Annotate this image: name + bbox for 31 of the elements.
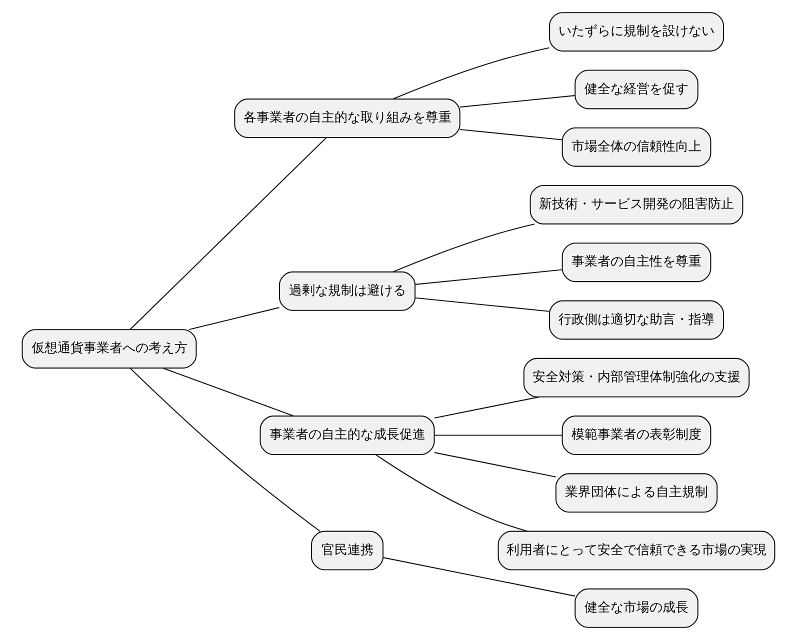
node-box: 利用者にとって安全で信頼できる市場の実現 bbox=[497, 530, 775, 570]
connector bbox=[414, 297, 549, 312]
connector bbox=[392, 47, 549, 100]
connector bbox=[434, 434, 562, 436]
connector bbox=[414, 269, 562, 285]
node-box: 安全対策・内部管理体制強化の支援 bbox=[522, 358, 750, 398]
node-box: 事業者の自主性を尊重 bbox=[561, 242, 711, 282]
node-box: 模範事業者の表彰制度 bbox=[561, 416, 711, 456]
node-box: 新技術・サービス開発の阻害防止 bbox=[529, 184, 743, 224]
node-box: 事業者の自主的な成長促進 bbox=[259, 416, 434, 456]
connector bbox=[129, 137, 326, 330]
node-box: 行政側は適切な助言・指導 bbox=[548, 300, 724, 340]
connector bbox=[460, 128, 562, 140]
connector bbox=[374, 454, 528, 532]
connector bbox=[382, 557, 575, 597]
connector bbox=[162, 368, 294, 417]
node-box: 業界団体による自主規制 bbox=[554, 473, 718, 513]
connector bbox=[188, 307, 279, 330]
node-box: 過剰な規制は避ける bbox=[278, 271, 416, 311]
connector bbox=[392, 223, 534, 272]
node-box: 市場全体の信頼性向上 bbox=[561, 127, 711, 167]
connector bbox=[460, 95, 574, 108]
connector bbox=[434, 452, 556, 478]
node-box: 健全な経営を促す bbox=[574, 70, 698, 110]
connector bbox=[434, 396, 539, 418]
node-box: 各事業者の自主的な取り組みを尊重 bbox=[234, 98, 460, 138]
node-box: 官民連携 bbox=[310, 530, 384, 570]
node-box: 健全な市場の成長 bbox=[574, 588, 698, 628]
node-box: 仮想通貨事業者への考え方 bbox=[21, 329, 196, 369]
node-box: いたずらに規制を設けない bbox=[548, 12, 724, 52]
connector bbox=[129, 368, 320, 532]
